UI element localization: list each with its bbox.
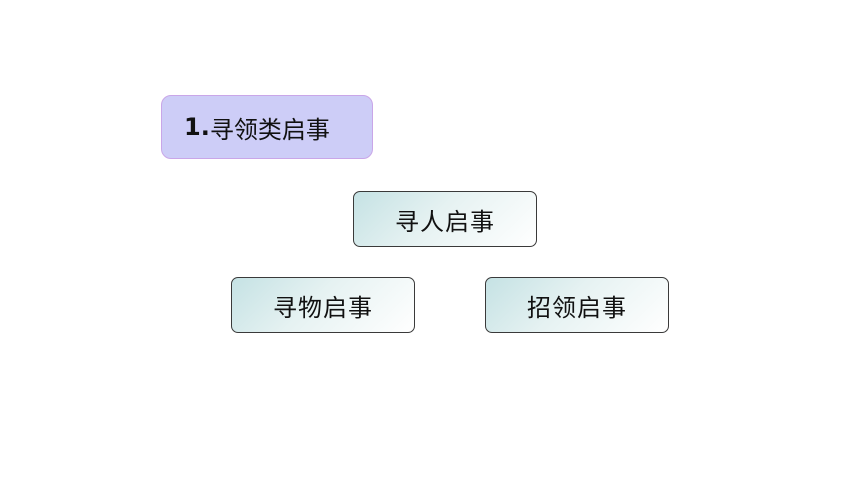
section-title: 寻领类启事 bbox=[209, 115, 330, 144]
section-title-box: 1.寻领类启事 bbox=[161, 95, 373, 159]
section-number: 1. bbox=[184, 113, 210, 141]
category-node-missing-person: 寻人启事 bbox=[353, 191, 537, 247]
category-label: 寻物启事 bbox=[273, 293, 373, 322]
category-node-lost-item: 寻物启事 bbox=[231, 277, 415, 333]
category-label: 寻人启事 bbox=[395, 207, 495, 236]
category-node-found-notice: 招领启事 bbox=[485, 277, 669, 333]
category-label: 招领启事 bbox=[527, 293, 627, 322]
